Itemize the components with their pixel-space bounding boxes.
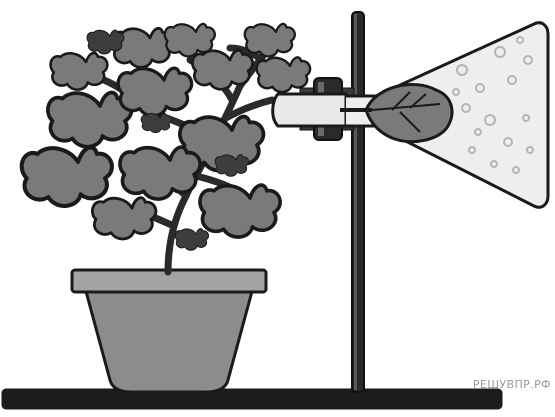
plant-icon bbox=[22, 24, 310, 272]
conical-flask-icon bbox=[273, 23, 548, 208]
stand-base bbox=[2, 389, 502, 409]
stand-rod-highlight bbox=[354, 14, 357, 390]
watermark: РЕШУВПР.РФ bbox=[473, 378, 551, 391]
stand-rod bbox=[352, 12, 364, 392]
flower-pot-icon bbox=[72, 270, 266, 392]
